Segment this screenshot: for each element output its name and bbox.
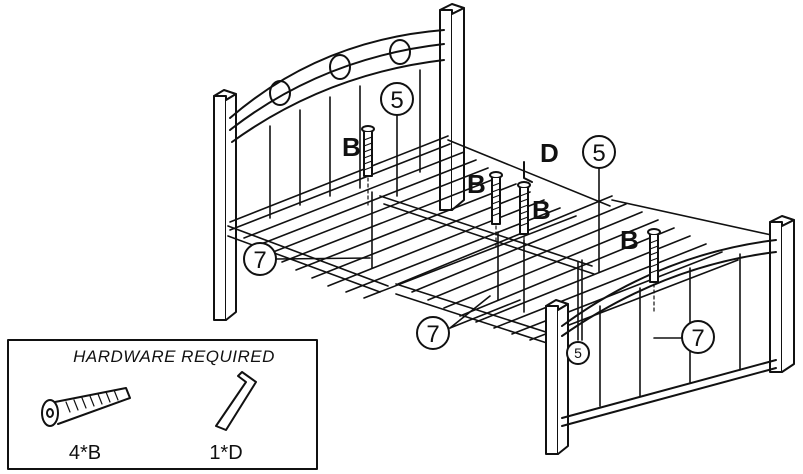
callout-7-left-circle (243, 242, 277, 276)
hardware-bolt-count: 4*B (69, 442, 101, 464)
headboard-ring-1 (269, 80, 291, 106)
callout-7-left-label: 7 (253, 247, 266, 274)
hardware-bolt-icon (41, 387, 131, 427)
bolt-b-1 (361, 125, 375, 177)
alignment-guides (367, 177, 655, 313)
callout-5-upper-label: 5 (390, 87, 403, 114)
center-support-rail (371, 191, 595, 341)
hardware-title: HARDWARE REQUIRED (73, 347, 275, 366)
footboard-right-post (769, 215, 795, 373)
callout-5-upper-circle (380, 82, 414, 116)
callout-5-right-label: 5 (592, 140, 605, 167)
callout-7-right-label: 7 (691, 325, 704, 352)
bolt-b-1-label: B (342, 132, 361, 162)
bolt-b-2-label: B (467, 169, 486, 199)
headboard-ring-2 (329, 54, 351, 80)
bolt-b-4-label: B (620, 225, 639, 255)
callout-5-right-circle (582, 135, 616, 169)
footboard (545, 215, 795, 455)
headboard-left-post (213, 89, 237, 321)
right-slat-section (395, 195, 777, 345)
headboard-ring-3 (389, 39, 411, 65)
hardware-box (7, 339, 318, 470)
callout-7-middle-label: 7 (426, 321, 439, 348)
hardware-wrench-icon (215, 371, 257, 431)
bolt-b-2 (489, 171, 503, 225)
wrench-d-label: D (540, 138, 559, 168)
callout-7-right-circle (681, 320, 715, 354)
bolt-b-3-label: B (532, 195, 551, 225)
bolt-b-4 (647, 228, 661, 283)
headboard (213, 3, 465, 321)
callout-7-middle-circle (416, 316, 450, 350)
callout-5-lower-label: 5 (574, 345, 582, 361)
hardware-wrench-count: 1*D (209, 442, 242, 464)
left-slat-section (227, 135, 611, 299)
leader-lines (275, 114, 685, 341)
allen-wrench-d (523, 161, 533, 183)
headboard-arch-rail (229, 29, 445, 143)
bolt-b-3 (517, 181, 531, 235)
callout-5-lower-circle (566, 341, 590, 365)
